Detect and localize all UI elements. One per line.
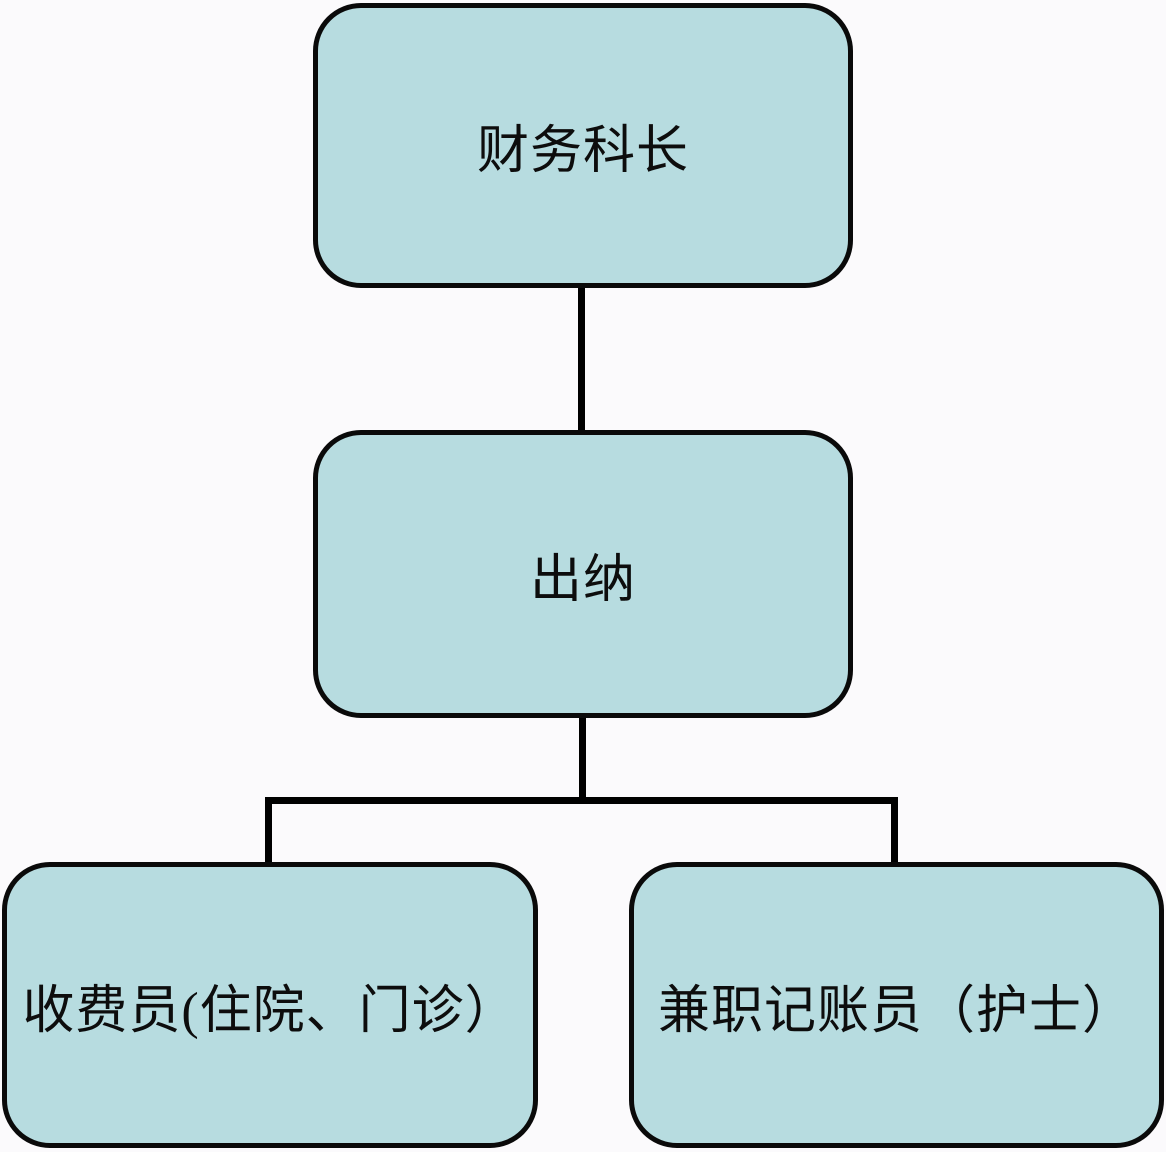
node-cashier-label: 出纳 bbox=[529, 551, 636, 609]
connector-drop-fee-collector bbox=[265, 797, 272, 865]
node-fee-collector-label: 收费员(住院、门诊） bbox=[22, 982, 518, 1040]
node-finance-chief: 财务科长 bbox=[313, 3, 853, 288]
node-finance-chief-label: 财务科长 bbox=[476, 123, 689, 180]
node-bookkeeper-label: 兼职记账员（护士） bbox=[657, 982, 1135, 1040]
connector-cashier-stem bbox=[579, 716, 586, 802]
node-fee-collector: 收费员(住院、门诊） bbox=[2, 862, 538, 1148]
node-bookkeeper: 兼职记账员（护士） bbox=[629, 862, 1164, 1148]
connector-drop-bookkeeper bbox=[891, 797, 898, 865]
node-cashier: 出纳 bbox=[313, 430, 853, 718]
connector-chief-to-cashier bbox=[578, 285, 585, 433]
connector-branch-bar bbox=[265, 797, 898, 804]
